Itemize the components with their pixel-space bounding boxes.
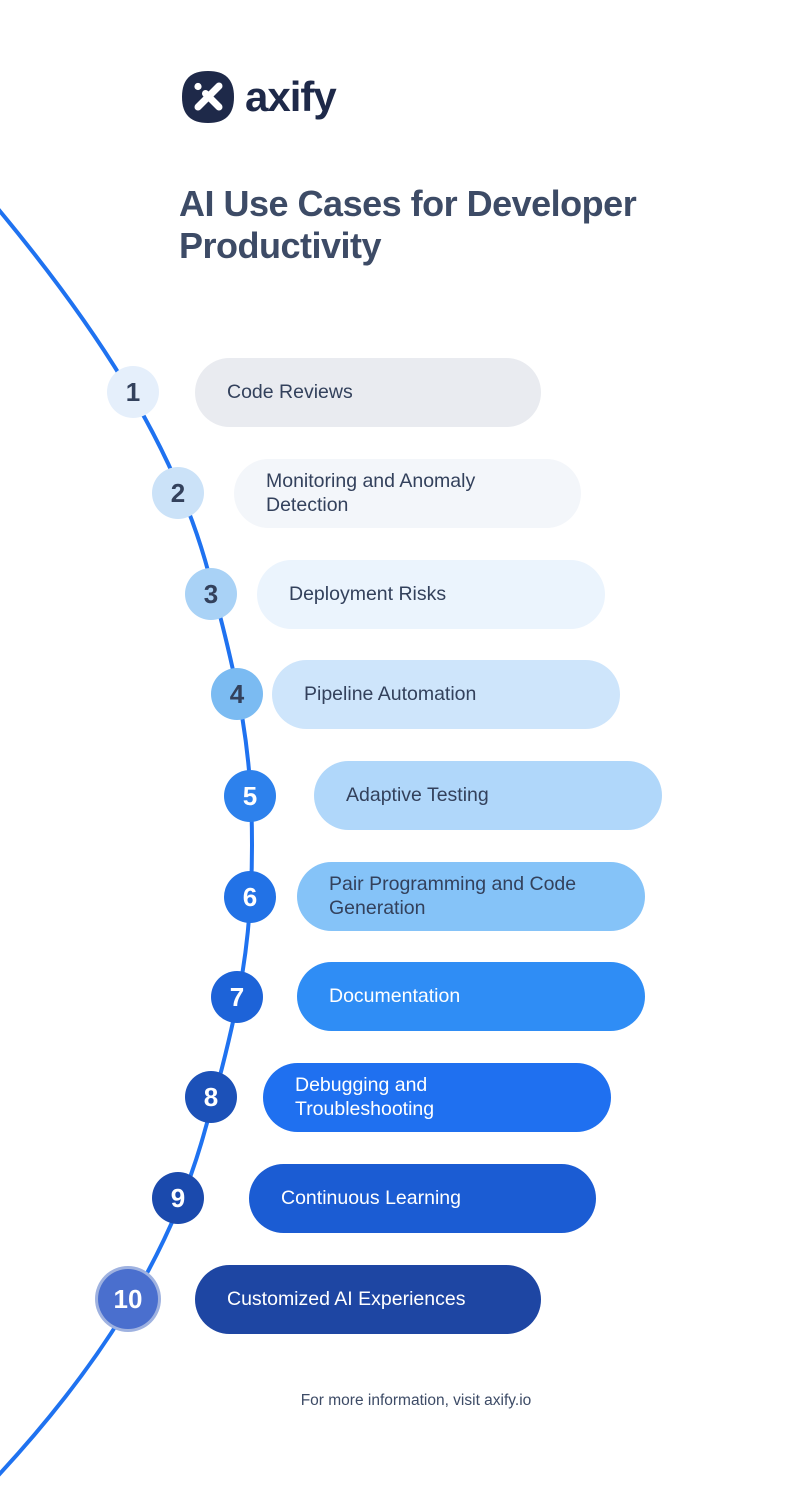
use-case-pill: Pair Programming and Code Generation [297, 862, 645, 931]
use-case-label: Customized AI Experiences [227, 1287, 466, 1310]
use-case-label: Adaptive Testing [346, 783, 489, 806]
step-number-badge: 9 [152, 1172, 204, 1224]
use-case-pill: Debugging and Troubleshooting [263, 1063, 611, 1132]
use-case-label: Monitoring and Anomaly Detection [266, 470, 476, 516]
use-case-pill: Adaptive Testing [314, 761, 662, 830]
brand-name: axify [245, 73, 337, 120]
use-case-label: Continuous Learning [281, 1186, 461, 1209]
step-number-badge: 2 [152, 467, 204, 519]
use-case-label: Deployment Risks [289, 582, 447, 605]
use-case-pill: Code Reviews [195, 358, 541, 427]
use-case-label: Pipeline Automation [304, 682, 477, 705]
step-number-badge: 6 [224, 871, 276, 923]
step-number-badge: 5 [224, 770, 276, 822]
use-case-label: Code Reviews [227, 380, 353, 403]
use-case-label: Pair Programming and Code Generation [329, 873, 577, 919]
step-number-badge: 1 [107, 366, 159, 418]
step-number-badge: 4 [211, 668, 263, 720]
use-case-label: Documentation [329, 984, 461, 1007]
step-number-badge: 8 [185, 1071, 237, 1123]
use-case-pill: Pipeline Automation [272, 660, 620, 729]
use-case-pill: Continuous Learning [249, 1164, 596, 1233]
use-case-pill: Customized AI Experiences [195, 1265, 541, 1334]
step-number-badge: 3 [185, 568, 237, 620]
use-case-label: Debugging and Troubleshooting [295, 1074, 435, 1120]
footer-text: For more information, visit axify.io [300, 1392, 532, 1409]
use-case-pill: Monitoring and Anomaly Detection [234, 459, 581, 528]
axify-x-icon [182, 71, 234, 123]
brand-logo: axify [181, 70, 337, 124]
page-title: AI Use Cases for Developer Productivity [179, 183, 637, 267]
use-case-pill: Documentation [297, 962, 645, 1031]
step-number-badge: 7 [211, 971, 263, 1023]
use-case-pill: Deployment Risks [257, 560, 605, 629]
step-number-badge: 10 [98, 1269, 158, 1329]
